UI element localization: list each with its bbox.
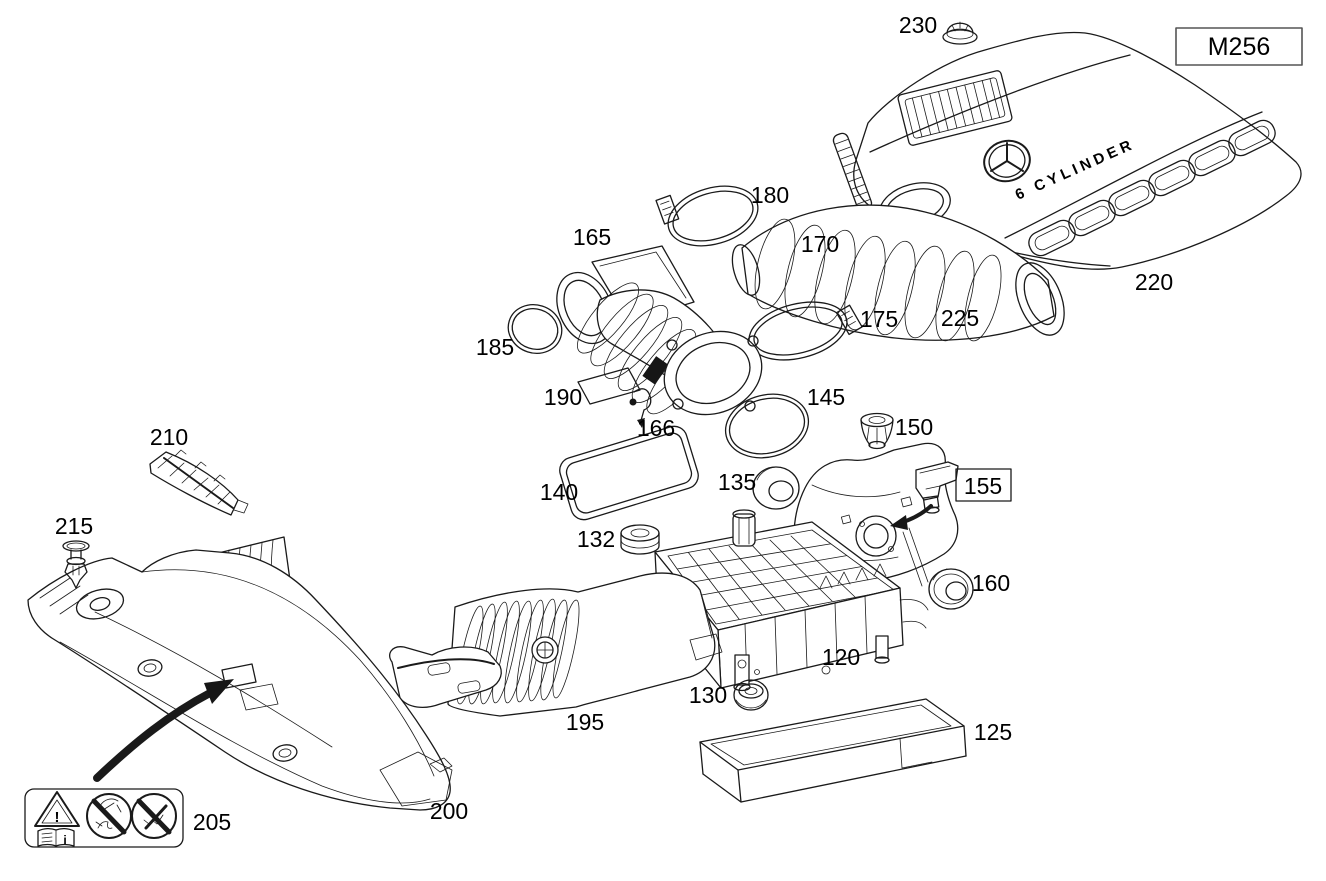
- part-callout-145[interactable]: 145: [807, 384, 845, 410]
- hose-clamp-180-drawing: [655, 185, 759, 247]
- seal-ring-145-drawing: [724, 393, 810, 459]
- part-callout-166[interactable]: 166: [637, 415, 675, 441]
- part-callout-125[interactable]: 125: [974, 719, 1012, 745]
- callout-labels: 230 220 225 180 165 170 175 185 190 166 …: [55, 12, 1173, 835]
- part-callout-215[interactable]: 215: [55, 513, 93, 539]
- part-callout-165[interactable]: 165: [573, 224, 611, 250]
- intake-hose-170-drawing: [731, 204, 1065, 342]
- bracket-210-drawing: [149, 449, 249, 516]
- part-callout-225[interactable]: 225: [941, 305, 979, 331]
- manual-book-icon: i: [37, 827, 75, 847]
- model-badge-text: M256: [1208, 33, 1271, 61]
- part-callout-160[interactable]: 160: [972, 570, 1010, 596]
- warning-label-205-drawing: ! i: [24, 788, 184, 848]
- part-callout-130[interactable]: 130: [689, 682, 727, 708]
- air-filter-element-125-drawing: [699, 698, 967, 803]
- sensor-location-arrow: [890, 504, 933, 530]
- part-callout-210[interactable]: 210: [150, 424, 188, 450]
- part-callout-185[interactable]: 185: [476, 334, 514, 360]
- air-temperature-sensor-155-drawing: [915, 461, 959, 514]
- part-callout-220[interactable]: 220: [1135, 269, 1173, 295]
- retaining-clip-166-drawing: [629, 388, 652, 428]
- part-callout-140[interactable]: 140: [540, 479, 578, 505]
- part-callout-155-text[interactable]: 155: [964, 473, 1002, 499]
- mercedes-star-icon: [983, 139, 1031, 183]
- model-badge: M256: [1175, 27, 1303, 66]
- seal-ring-185-drawing: [507, 304, 563, 354]
- part-callout-195[interactable]: 195: [566, 709, 604, 735]
- intake-duct-165-drawing: [556, 245, 763, 416]
- intake-duct-195-drawing: [389, 572, 723, 717]
- warning-triangle-icon: !: [34, 791, 80, 827]
- grommet-130-drawing: [733, 669, 769, 711]
- part-callout-135[interactable]: 135: [718, 469, 756, 495]
- expansion-rivet-215-drawing: [62, 540, 90, 589]
- part-callout-180[interactable]: 180: [751, 182, 789, 208]
- grommet-132-drawing: [620, 524, 660, 555]
- cover-vent-slots: [1028, 119, 1276, 257]
- grommet-160-drawing: [928, 568, 974, 610]
- part-callout-132[interactable]: 132: [577, 526, 615, 552]
- info-label-190-drawing: [577, 367, 641, 405]
- part-callout-190[interactable]: 190: [544, 384, 582, 410]
- part-callout-175[interactable]: 175: [860, 306, 898, 332]
- grommet-135-drawing: [752, 466, 800, 510]
- part-callout-155-highlighted[interactable]: 155: [955, 468, 1012, 502]
- part-callout-200[interactable]: 200: [430, 798, 468, 824]
- part-callout-170[interactable]: 170: [801, 231, 839, 257]
- part-callout-205[interactable]: 205: [193, 809, 231, 835]
- cowl-label-arrow: [93, 679, 234, 782]
- exclamation-glyph: !: [55, 809, 60, 826]
- mount-grommet-230-drawing: [942, 21, 978, 45]
- seal-frame-140-drawing: [559, 425, 699, 521]
- no-tools-icon: [131, 793, 177, 839]
- part-callout-150[interactable]: 150: [895, 414, 933, 440]
- part-callout-120[interactable]: 120: [822, 644, 860, 670]
- engine-cover-drawing: 6 CYLINDER: [832, 31, 1302, 270]
- info-glyph: i: [63, 833, 66, 847]
- cowl-panel-200-drawing: [27, 549, 453, 811]
- part-callout-230[interactable]: 230: [899, 12, 937, 38]
- mount-grommet-150-drawing: [860, 412, 894, 450]
